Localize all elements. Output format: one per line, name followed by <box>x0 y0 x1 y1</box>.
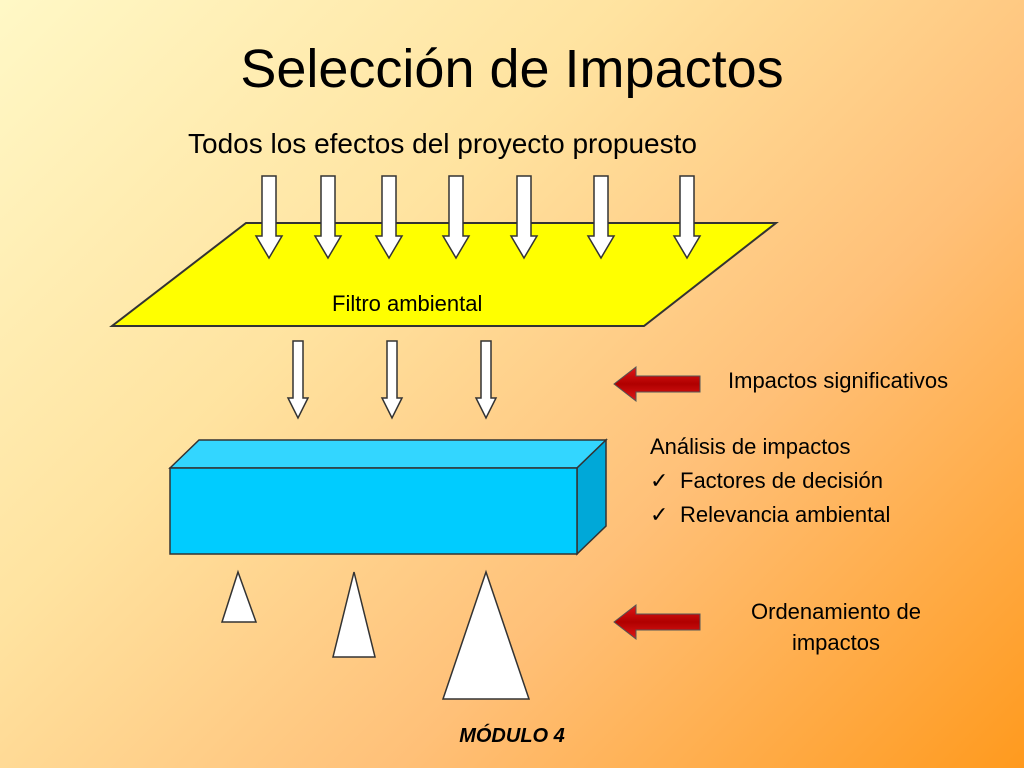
box-front <box>169 467 578 555</box>
down-arrow-icon <box>441 175 471 260</box>
left-arrow-icon <box>613 603 701 641</box>
left-arrow-icon <box>613 365 701 403</box>
impact-analysis: Análisis de impactos ✓Factores de decisi… <box>650 434 890 536</box>
down-arrow-icon <box>313 175 343 260</box>
down-arrow-icon <box>474 340 498 420</box>
down-arrow-icon <box>380 340 404 420</box>
down-arrow-icon <box>374 175 404 260</box>
filter-label: Filtro ambiental <box>332 291 482 316</box>
module-footer: MÓDULO 4 <box>459 725 565 747</box>
analysis-box <box>168 438 608 556</box>
box-top <box>168 439 608 469</box>
significant-impacts-label: Impactos significativos <box>728 368 949 393</box>
analysis-item: ✓Factores de decisión <box>650 468 883 493</box>
analysis-item: ✓Relevancia ambiental <box>650 502 891 527</box>
triangle-icon <box>441 569 531 700</box>
down-arrow-icon <box>586 175 616 260</box>
filtered-arrows <box>286 340 498 420</box>
down-arrow-icon <box>672 175 702 260</box>
triangle-icon <box>332 571 376 658</box>
triangle-icon <box>220 569 258 623</box>
impact-ordering-label: Ordenamiento de impactos <box>751 599 921 655</box>
check-icon: ✓ <box>650 468 669 493</box>
down-arrow-icon <box>509 175 539 260</box>
analysis-heading: Análisis de impactos <box>650 434 851 459</box>
down-arrow-icon <box>254 175 284 260</box>
ranking-triangles <box>220 569 531 700</box>
down-arrow-icon <box>286 340 310 420</box>
check-icon: ✓ <box>650 502 669 527</box>
slide-subtitle: Todos los efectos del proyecto propuesto <box>188 128 697 159</box>
input-arrows <box>254 175 702 260</box>
slide-title: Selección de Impactos <box>240 39 784 99</box>
